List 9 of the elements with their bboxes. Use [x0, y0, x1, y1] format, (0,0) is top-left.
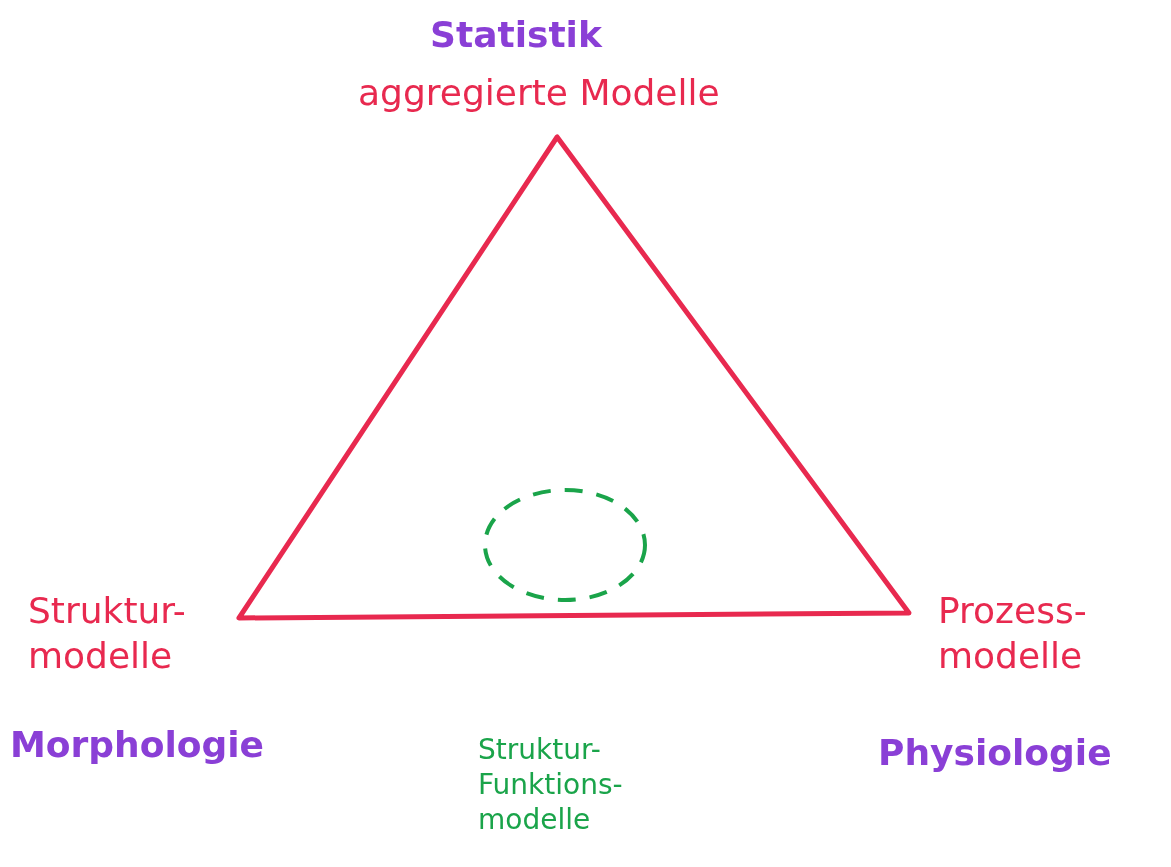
vertex-label: aggregierte Modelle [358, 71, 720, 115]
triangle [236, 134, 912, 621]
vertex-label: Prozess- modelle [938, 589, 1087, 678]
center-label: Struktur- Funktions- modelle [478, 732, 623, 837]
vertex-label: Struktur- modelle [28, 589, 186, 678]
category-label: Morphologie [10, 723, 265, 767]
category-label: Physiologie [878, 731, 1112, 775]
heading-label: Statistik [430, 13, 602, 57]
dashed-ellipse [483, 488, 647, 602]
